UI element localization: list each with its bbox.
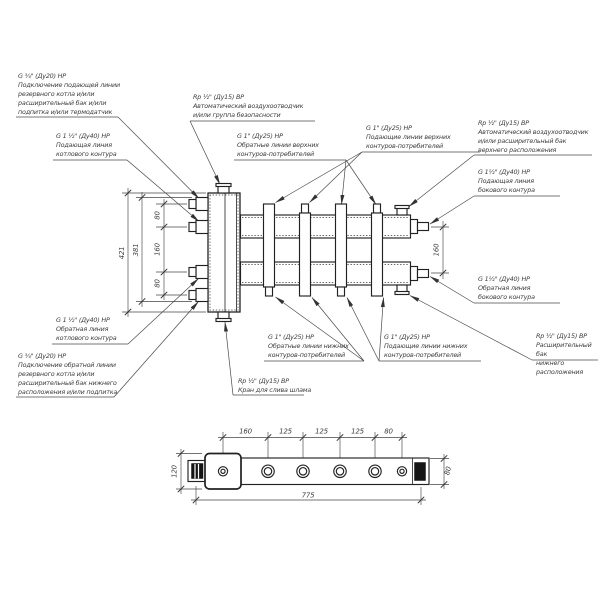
dim-gap-top: 80: [154, 211, 162, 220]
label-upper-supply-lines: G 1" (Ду25) НР Подающие линии верхних ко…: [366, 124, 451, 150]
label-air-vent-exp-tank-top: Rp ½" (Ду15) ВР Автоматический воздухоот…: [478, 119, 589, 154]
label-return-reserve-boiler: G ¾" (Ду20) НР Подключение обратной лини…: [18, 352, 118, 396]
dim-top-seg3: 125: [315, 428, 329, 436]
dim-left-width: 120: [171, 464, 179, 478]
front-view-dimensions: [122, 188, 206, 317]
dim-side-ports-gap: 160: [433, 243, 441, 257]
right-port-top-view: [414, 462, 426, 481]
dim-gap-bottom: 80: [154, 279, 162, 288]
port-holes-top-view: [217, 464, 408, 479]
label-upper-return-lines: G 1" (Ду25) НР Обратные линии верхних ко…: [237, 132, 319, 158]
label-side-supply: G 1½" (Ду40) НР Подающая линия бокового …: [478, 168, 535, 194]
dim-overall-length: 775: [302, 492, 316, 500]
label-side-return: G 1½" (Ду40) НР Обратная линия бокового …: [478, 275, 535, 301]
boiler-block: [207, 192, 241, 313]
dim-gap-mid: 160: [154, 242, 162, 256]
dim-top-seg5: 80: [384, 428, 393, 436]
label-lower-return-lines: G 1" (Ду25) НР Обратные линии нижних кон…: [268, 333, 349, 359]
callout-leaders: [113, 116, 533, 398]
label-lower-supply-lines: G 1" (Ду25) НР Подающие линии нижних кон…: [384, 333, 468, 359]
side-ports-dimension: [431, 221, 449, 279]
dim-right-width: 80: [443, 465, 453, 476]
dim-overall-height: 421: [118, 247, 126, 260]
callout-shelves: [16, 116, 598, 398]
air-vent-fitting-top-left: [215, 182, 232, 194]
manifold-top-view: [187, 452, 430, 490]
label-drain-valve: Rp ½" (Ду15) ВР Кран для слива шлама: [238, 377, 312, 394]
exp-tank-fitting-bottom-right: [394, 284, 410, 296]
drain-fitting-bottom: [215, 311, 232, 323]
dim-top-seg1: 160: [239, 428, 253, 436]
label-air-vent-safety-group: Rp ½" (Ду15) ВР Автоматический воздухоот…: [193, 93, 304, 119]
label-boiler-return: G 1 ½" (Ду40) НР Обратная линия котловог…: [56, 316, 117, 342]
label-boiler-supply: G 1 ½" (Ду40) НР Подающая линия котловог…: [56, 132, 117, 158]
top-view-dimensions: [176, 432, 449, 505]
label-exp-tank-bottom: Rp ½" (Ду15) ВР Расширительный бак нижне…: [536, 332, 592, 376]
consumer-risers: [262, 203, 384, 297]
dim-top-seg2: 125: [279, 428, 293, 436]
boiler-ports: [188, 196, 209, 303]
air-vent-fitting-top-right: [394, 204, 410, 216]
dimension-values: 421 381 80 160 80 160 160 125 125 125 80…: [118, 211, 453, 500]
manifold-front-view: [188, 182, 430, 323]
label-supply-reserve-boiler: G ¾" (Ду20) НР Подключение подающей лини…: [18, 72, 120, 116]
dim-ports-span: 381: [132, 244, 140, 257]
dim-top-seg4: 125: [351, 428, 365, 436]
side-circuit-ports: [409, 218, 430, 282]
